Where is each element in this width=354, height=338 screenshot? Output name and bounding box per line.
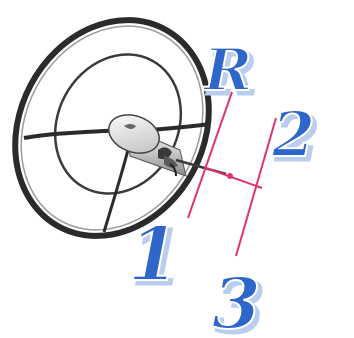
gear-label-3: 3 3 bbox=[212, 262, 265, 338]
pattern-line-neutral bbox=[206, 168, 262, 188]
gear-label-2-text: 2 bbox=[271, 98, 315, 171]
gear-label-r: R R bbox=[202, 36, 256, 108]
pattern-line-2-3 bbox=[236, 118, 276, 256]
steering-wheel-spoke-left bbox=[24, 130, 120, 138]
gear-label-3-text: 3 bbox=[212, 262, 261, 338]
gear-label-r-text: R bbox=[202, 36, 252, 104]
gear-label-1: 1 1 bbox=[128, 212, 184, 302]
gear-label-1-text: 1 bbox=[128, 212, 180, 298]
gear-label-2: 2 2 bbox=[271, 98, 319, 175]
